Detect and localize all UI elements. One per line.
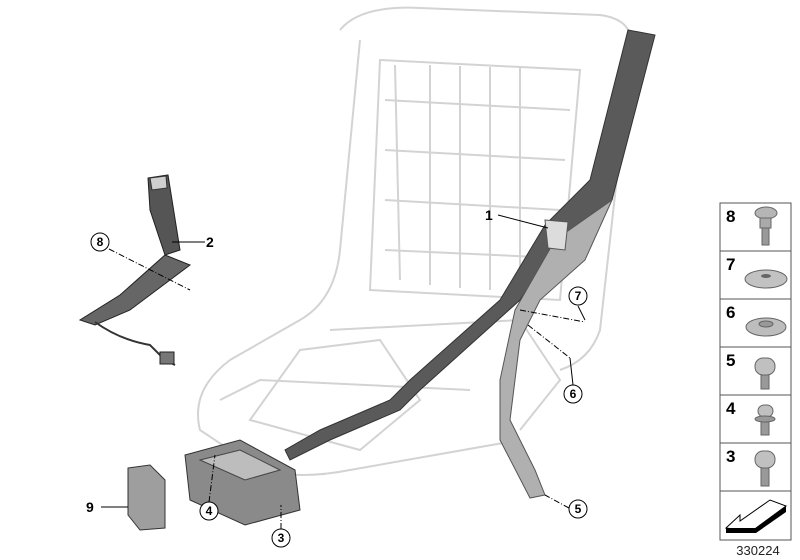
svg-text:5: 5	[726, 351, 735, 370]
flange-screw-icon	[754, 404, 776, 436]
collar-screw-icon	[754, 206, 778, 246]
panel-item-4: 4	[726, 399, 776, 436]
svg-text:8: 8	[97, 235, 104, 249]
callout-8: 8	[90, 232, 110, 252]
svg-text:5: 5	[575, 502, 582, 516]
leader-lines	[101, 214, 586, 529]
clip-nut-icon	[745, 317, 787, 337]
panel-item-6: 6	[726, 303, 787, 337]
svg-text:8: 8	[726, 207, 735, 226]
callout-5: 5	[568, 499, 588, 519]
svg-text:3: 3	[278, 531, 285, 545]
washer-icon	[744, 269, 788, 289]
panel-item-7: 7	[726, 255, 788, 289]
arrow-down-left-icon	[724, 499, 788, 533]
svg-text:4: 4	[726, 399, 736, 418]
svg-text:7: 7	[726, 255, 735, 274]
callout-1: 1	[485, 207, 493, 223]
callout-6: 6	[563, 384, 583, 404]
callout-7: 7	[568, 286, 588, 306]
svg-text:4: 4	[206, 504, 213, 518]
torx-screw-icon	[754, 357, 776, 390]
panel-item-5: 5	[726, 351, 776, 390]
callout-4: 4	[199, 501, 219, 521]
cover-part-9	[127, 464, 166, 531]
svg-text:3: 3	[726, 447, 735, 466]
panel-item-8: 8	[726, 206, 778, 246]
svg-text:6: 6	[570, 387, 577, 401]
svg-text:7: 7	[575, 289, 582, 303]
belt-buckle	[78, 174, 192, 366]
svg-text:6: 6	[726, 303, 735, 322]
torx-screw-icon	[754, 450, 776, 487]
seat-frame	[197, 6, 633, 476]
callout-3: 3	[271, 528, 291, 548]
parts-panel	[719, 202, 792, 541]
callout-2: 2	[206, 234, 214, 250]
panel-item-3: 3	[726, 447, 776, 487]
seat-belt	[284, 29, 656, 499]
diagram-number: 330224	[736, 543, 780, 558]
callout-9: 9	[86, 499, 94, 515]
